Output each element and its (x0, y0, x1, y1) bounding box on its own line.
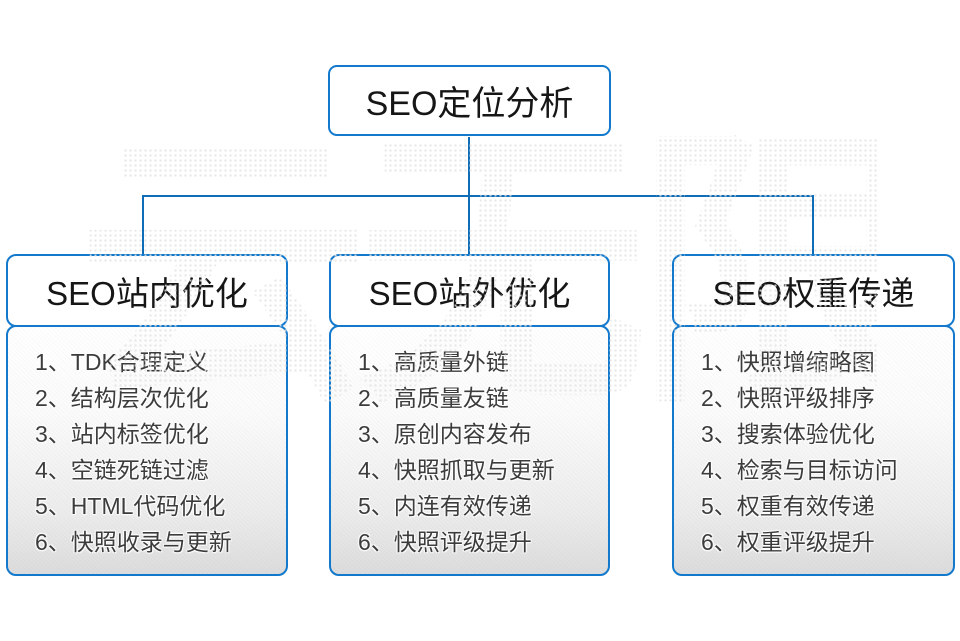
column-header-label: SEO站外优化 (368, 274, 571, 312)
column-body-weight: 1、快照增缩略图 2、快照评级排序 3、搜索体验优化 4、检索与目标访问 5、权… (672, 325, 955, 576)
column-header-label: SEO站内优化 (46, 274, 248, 312)
column-header-label: SEO权重传递 (712, 274, 915, 312)
column-header-offsite: SEO站外优化 (329, 254, 610, 327)
list-item: 2、快照评级排序 (701, 385, 875, 411)
column-body-onsite: 1、TDK合理定义 2、结构层次优化 3、站内标签优化 4、空链死链过滤 5、H… (6, 325, 288, 576)
list-item: 1、高质量外链 (358, 349, 509, 375)
connector-horizontal-bus (142, 195, 814, 197)
list-item: 5、内连有效传递 (358, 493, 532, 519)
list-item: 5、HTML代码优化 (35, 493, 226, 519)
list-item: 1、TDK合理定义 (35, 349, 209, 375)
list-item: 4、检索与目标访问 (701, 457, 898, 483)
list-item: 1、快照增缩略图 (701, 349, 875, 375)
connector-middle-vertical (468, 197, 470, 254)
list-item: 5、权重有效传递 (701, 493, 875, 519)
list-item: 2、结构层次优化 (35, 385, 209, 411)
column-offsite-optimization: SEO站外优化 1、高质量外链 2、高质量友链 3、原创内容发布 4、快照抓取与… (329, 254, 610, 576)
connector-right-vertical (812, 197, 814, 254)
column-header-onsite: SEO站内优化 (6, 254, 288, 327)
list-item: 6、快照评级提升 (358, 529, 532, 555)
list-item: 2、高质量友链 (358, 385, 509, 411)
list-item: 3、原创内容发布 (358, 421, 532, 447)
root-node-title: SEO定位分析 (365, 85, 574, 123)
list-item: 6、权重评级提升 (701, 529, 875, 555)
list-item: 3、站内标签优化 (35, 421, 209, 447)
connector-left-vertical (142, 197, 144, 254)
list-item: 3、搜索体验优化 (701, 421, 875, 447)
list-item: 4、快照抓取与更新 (358, 457, 555, 483)
connector-root-vertical (468, 137, 470, 197)
root-node-seo-positioning: SEO定位分析 (328, 65, 611, 136)
column-weight-transfer: SEO权重传递 1、快照增缩略图 2、快照评级排序 3、搜索体验优化 4、检索与… (672, 254, 955, 576)
list-item: 4、空链死链过滤 (35, 457, 209, 483)
column-body-offsite: 1、高质量外链 2、高质量友链 3、原创内容发布 4、快照抓取与更新 5、内连有… (329, 325, 610, 576)
column-header-weight: SEO权重传递 (672, 254, 955, 327)
list-item: 6、快照收录与更新 (35, 529, 232, 555)
column-onsite-optimization: SEO站内优化 1、TDK合理定义 2、结构层次优化 3、站内标签优化 4、空链… (6, 254, 288, 576)
